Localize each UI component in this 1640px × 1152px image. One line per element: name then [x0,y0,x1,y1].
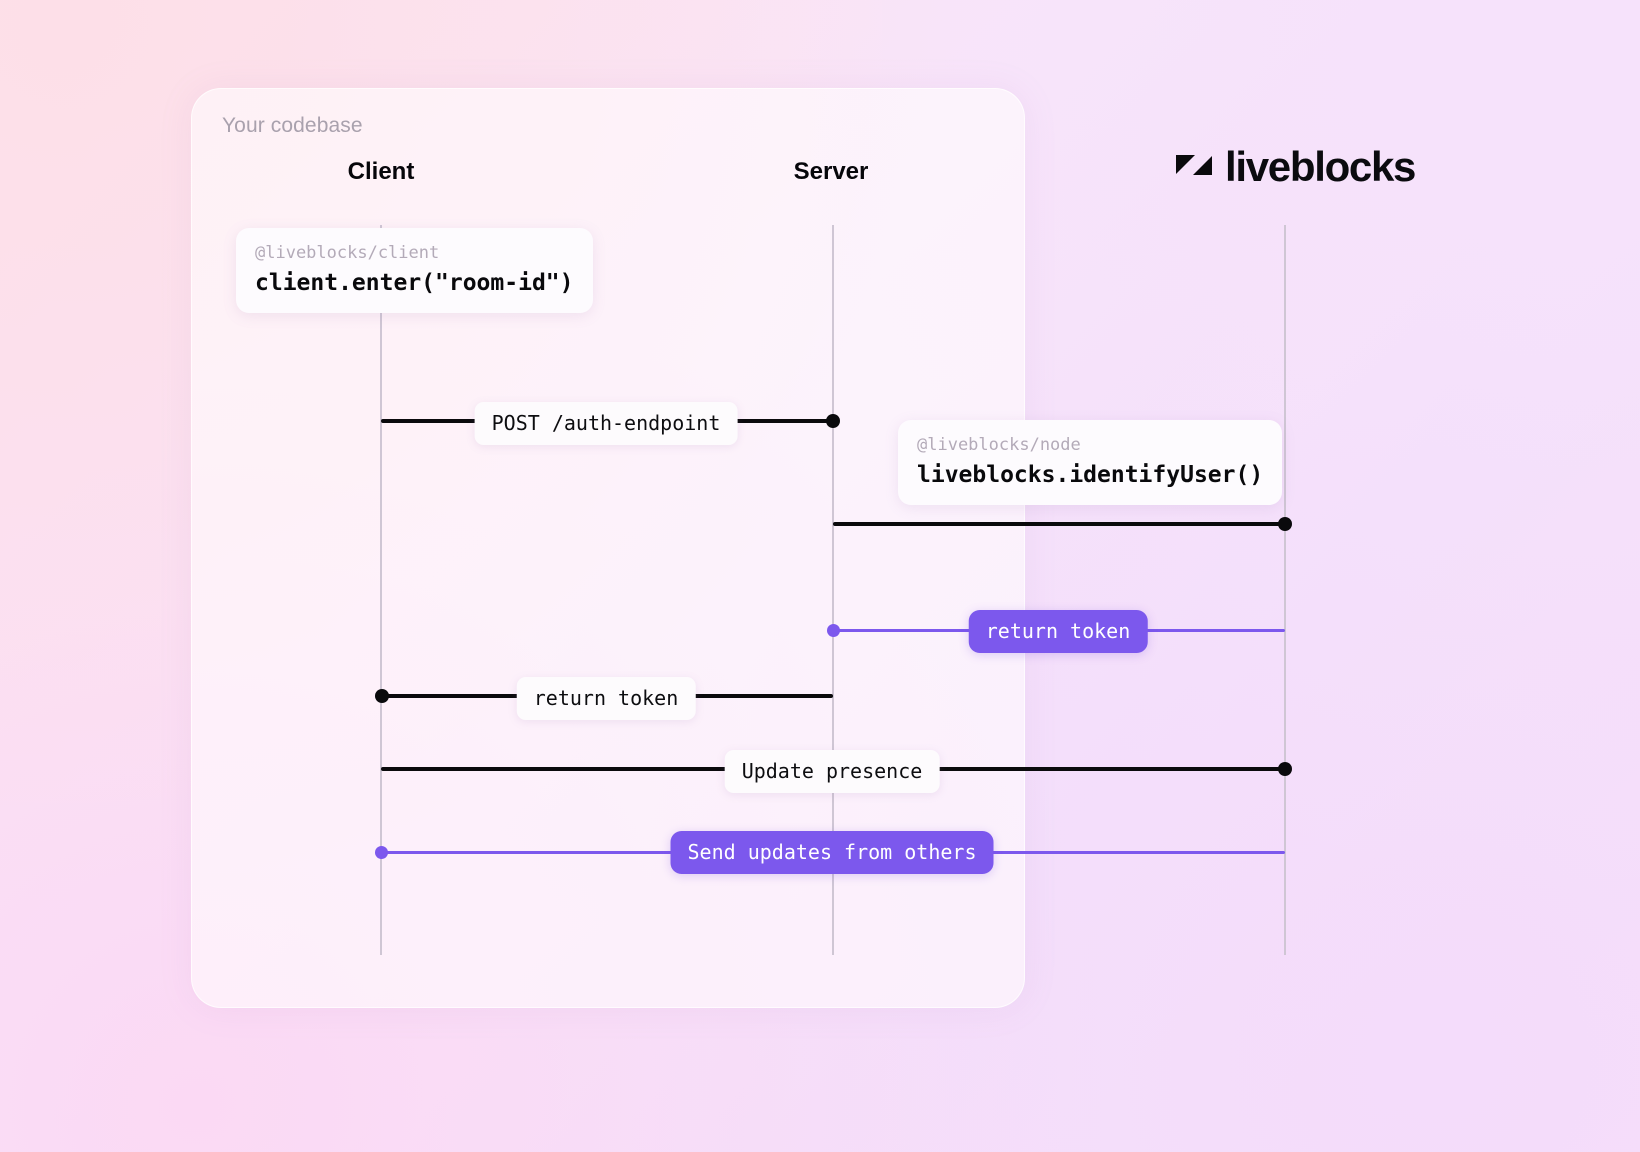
message-label-return-token-server: return token [516,677,696,720]
code-card-client-enter: @liveblocks/client client.enter("room-id… [236,228,593,313]
message-endpoint-dot-server [826,414,840,428]
message-line-identify-user-call [833,522,1285,526]
liveblocks-wordmark: liveblocks [1225,143,1416,190]
message-endpoint-dot-liveblocks-presence [1278,762,1292,776]
code-card-call: liveblocks.identifyUser() [917,462,1264,488]
your-codebase-label: Your codebase [222,114,363,137]
message-endpoint-dot-server-accent [827,624,840,637]
lifeline-client [380,225,382,955]
actor-label-server: Server [793,158,869,185]
liveblocks-mark-icon [1176,150,1212,185]
code-card-package: @liveblocks/client [255,243,440,263]
actor-label-client: Client [347,158,415,185]
lifeline-liveblocks [1284,225,1286,955]
message-endpoint-dot-liveblocks [1278,517,1292,531]
message-label-update-presence: Update presence [724,750,940,793]
code-card-package: @liveblocks/node [917,435,1081,455]
message-label-return-token-liveblocks: return token [968,610,1148,653]
code-card-call: client.enter("room-id") [255,270,574,296]
lifeline-server [832,225,834,955]
code-card-node-identify: @liveblocks/node liveblocks.identifyUser… [898,420,1283,505]
message-endpoint-dot-client [375,689,389,703]
message-endpoint-dot-client-accent [375,846,388,859]
liveblocks-logo: liveblocks [1176,143,1416,190]
message-label-post-auth-endpoint: POST /auth-endpoint [474,402,738,445]
message-label-send-updates-from-others: Send updates from others [670,831,994,874]
